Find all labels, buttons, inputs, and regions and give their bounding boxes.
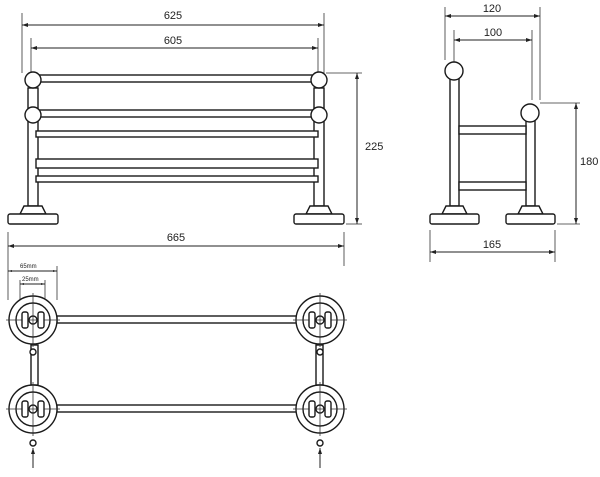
dim-front-overall-width: 625 [21, 10, 325, 73]
side-crossbar-upper [458, 125, 527, 135]
left-post [27, 87, 39, 207]
right-top-finial [310, 71, 328, 89]
screw-marker [316, 348, 324, 356]
screw-marker [29, 439, 37, 447]
dim-front-height: 225 [326, 72, 383, 225]
side-elevation: 120 100 [429, 3, 598, 262]
front-rails [35, 74, 319, 183]
dim-plan-offset: 65mm [7, 264, 58, 300]
plan-rail-top [56, 315, 298, 324]
dim-front-base-width: 665 [7, 232, 345, 266]
right-mid-finial [310, 106, 328, 124]
plan-plate-bottom-left [6, 382, 60, 436]
left-mid-finial [24, 106, 42, 124]
dim-side-base-width: 165 [429, 230, 556, 262]
plan-plate-top-left [6, 293, 60, 347]
side-tall-finial [444, 61, 464, 81]
dim-front-rail-width: 605 [30, 35, 319, 74]
left-top-finial [24, 71, 42, 89]
side-crossbar-lower [458, 181, 527, 191]
dim-label-100: 100 [484, 27, 502, 39]
dim-label-180: 180 [580, 156, 598, 168]
dim-label-120: 120 [483, 3, 501, 15]
left-base [7, 205, 59, 225]
dim-plan-fixing: 25mm [19, 277, 46, 300]
front-elevation: 625 605 [7, 10, 383, 266]
dim-label-225: 225 [365, 141, 383, 153]
section-arrows [31, 448, 322, 468]
dim-side-inner-width: 100 [453, 27, 533, 100]
side-short-post [525, 119, 536, 207]
dim-side-overall-width: 120 [444, 3, 541, 100]
side-short-finial [520, 103, 540, 123]
side-tall-post [449, 77, 460, 207]
right-post [313, 87, 325, 207]
dim-label-25mm: 25mm [22, 277, 39, 283]
screw-marker [316, 439, 324, 447]
dim-label-165: 165 [483, 239, 501, 251]
dim-label-605: 605 [164, 35, 182, 47]
side-right-base [505, 205, 556, 225]
dim-label-625: 625 [164, 10, 182, 22]
right-base [293, 205, 345, 225]
dim-side-height: 180 [540, 102, 598, 225]
plan-plate-bottom-right [293, 382, 347, 436]
screw-marker [29, 348, 37, 356]
side-left-base [429, 205, 480, 225]
plan-plate-top-right [293, 293, 347, 347]
plan-view: 65mm 25mm [6, 264, 347, 468]
dim-label-65mm: 65mm [20, 264, 37, 270]
plan-rail-bottom [56, 404, 298, 413]
dim-label-665: 665 [167, 232, 185, 244]
